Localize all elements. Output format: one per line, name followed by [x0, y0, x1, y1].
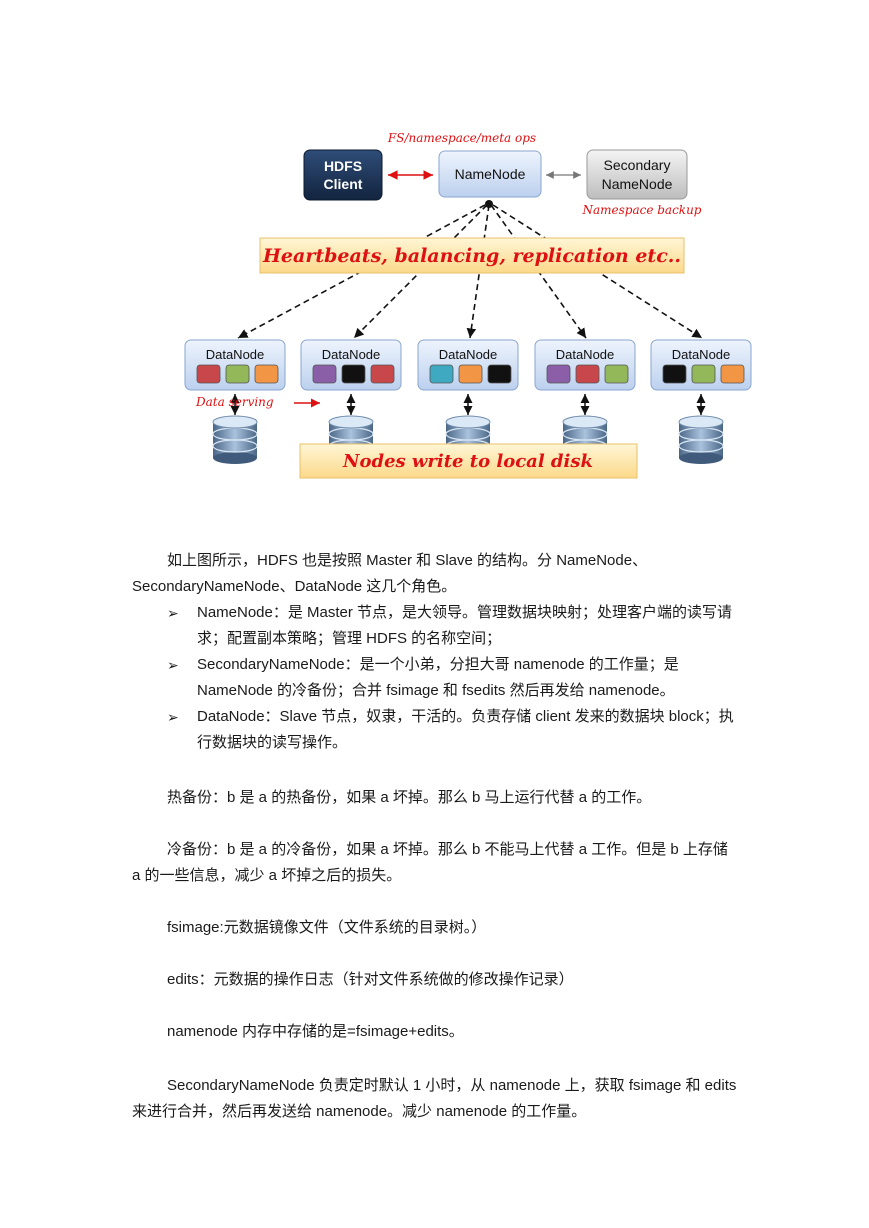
- hdfs-client-line2: Client: [324, 176, 363, 192]
- secondary-namenode-box: Secondary NameNode: [586, 149, 688, 200]
- data-block: [604, 364, 629, 384]
- disk-banner: Nodes write to local disk: [299, 443, 638, 479]
- list-item-line1: NameNode：是 Master 节点，是大领导。管理数据块映射；处理客户端的…: [197, 604, 733, 621]
- namenode-hub-dot: [485, 200, 493, 208]
- data-block: [487, 364, 512, 384]
- data-block: [429, 364, 454, 384]
- data-block: [341, 364, 366, 384]
- datanode-label: DataNode: [322, 347, 381, 362]
- namenode-label: NameNode: [455, 166, 526, 182]
- heartbeat-line-3: [466, 204, 490, 339]
- disk-icon: [678, 415, 724, 464]
- secondary-line2: NameNode: [602, 176, 673, 192]
- datanode-label: DataNode: [672, 347, 731, 362]
- datanodes-group: DataNode DataNode DataNode DataNode DataNode: [184, 339, 752, 464]
- bullet-arrow-icon: ➢: [167, 657, 179, 673]
- data-block: [254, 364, 279, 384]
- list-item-datanode: ➢ DataNode：Slave 节点，奴隶，干活的。负责存储 client 发…: [132, 704, 742, 756]
- disk-icon: [212, 415, 258, 464]
- disk-banner-text: Nodes write to local disk: [342, 451, 593, 472]
- data-block: [196, 364, 221, 384]
- list-item-line2: 求；配置副本策略；管理 HDFS 的名称空间；: [197, 630, 502, 647]
- cold-backup-line2: a 的一些信息，减少 a 坏掉之后的损失。: [132, 867, 402, 884]
- intro-line2: SecondaryNameNode、DataNode 这几个角色。: [132, 578, 457, 595]
- heartbeats-banner: Heartbeats, balancing, replication etc..: [259, 237, 685, 274]
- hdfs-architecture-diagram: FS/namespace/meta ops HDFS Client NameNo…: [184, 131, 752, 479]
- data-block: [546, 364, 571, 384]
- snn-line1: SecondaryNameNode 负责定时默认 1 小时，从 namenode…: [167, 1077, 737, 1094]
- list-item-secondary-namenode: ➢ SecondaryNameNode：是一个小弟，分担大哥 namenode …: [132, 652, 742, 704]
- intro-paragraph: 如上图所示，HDFS 也是按照 Master 和 Slave 的结构。分 Nam…: [132, 548, 742, 600]
- bullet-arrow-icon: ➢: [167, 605, 179, 621]
- data-block: [691, 364, 716, 384]
- datanode-label: DataNode: [439, 347, 498, 362]
- data-block: [312, 364, 337, 384]
- namespace-backup-label: Namespace backup: [581, 203, 701, 217]
- list-item-line1: SecondaryNameNode：是一个小弟，分担大哥 namenode 的工…: [197, 656, 679, 673]
- hdfs-client-line1: HDFS: [324, 158, 362, 174]
- namenode-box: NameNode: [438, 150, 542, 198]
- data-block: [575, 364, 600, 384]
- data-block: [370, 364, 395, 384]
- list-item-line2: NameNode 的冷备份；合并 fsimage 和 fsedits 然后再发给…: [197, 682, 675, 699]
- datanode-5: DataNode: [650, 339, 752, 464]
- fsimage-paragraph: fsimage:元数据镜像文件（文件系统的目录树。）: [167, 919, 487, 936]
- datanode-1: DataNode: [184, 339, 286, 464]
- bullet-arrow-icon: ➢: [167, 709, 179, 725]
- data-block: [662, 364, 687, 384]
- cold-backup-paragraph: 冷备份：b 是 a 的冷备份，如果 a 坏掉。那么 b 不能马上代替 a 工作。…: [132, 837, 742, 889]
- list-item-line2: 行数据块的读写操作。: [197, 734, 348, 751]
- secondary-namenode-paragraph: SecondaryNameNode 负责定时默认 1 小时，从 namenode…: [132, 1073, 742, 1125]
- list-item-line1: DataNode：Slave 节点，奴隶，干活的。负责存储 client 发来的…: [197, 708, 734, 725]
- heartbeats-text: Heartbeats, balancing, replication etc..: [262, 245, 681, 267]
- hdfs-client-box: HDFS Client: [303, 149, 383, 201]
- roles-list: ➢ NameNode：是 Master 节点，是大领导。管理数据块映射；处理客户…: [132, 600, 742, 756]
- datanode-label: DataNode: [556, 347, 615, 362]
- cold-backup-line1: 冷备份：b 是 a 的冷备份，如果 a 坏掉。那么 b 不能马上代替 a 工作。…: [167, 841, 728, 858]
- edits-paragraph: edits：元数据的操作日志（针对文件系统做的修改操作记录）: [167, 971, 574, 988]
- intro-line1: 如上图所示，HDFS 也是按照 Master 和 Slave 的结构。分 Nam…: [167, 552, 648, 569]
- data-serving-label: Data serving: [195, 395, 274, 409]
- secondary-line1: Secondary: [604, 157, 671, 173]
- data-block: [225, 364, 250, 384]
- hot-backup-paragraph: 热备份：b 是 a 的热备份，如果 a 坏掉。那么 b 马上运行代替 a 的工作…: [167, 789, 652, 806]
- namenode-memory-paragraph: namenode 内存中存储的是=fsimage+edits。: [167, 1023, 464, 1040]
- data-block: [458, 364, 483, 384]
- ops-label: FS/namespace/meta ops: [387, 131, 536, 145]
- datanode-label: DataNode: [206, 347, 265, 362]
- data-block: [720, 364, 745, 384]
- snn-line2: 来进行合并，然后再发送给 namenode。减少 namenode 的工作量。: [132, 1103, 587, 1120]
- list-item-namenode: ➢ NameNode：是 Master 节点，是大领导。管理数据块映射；处理客户…: [132, 600, 742, 652]
